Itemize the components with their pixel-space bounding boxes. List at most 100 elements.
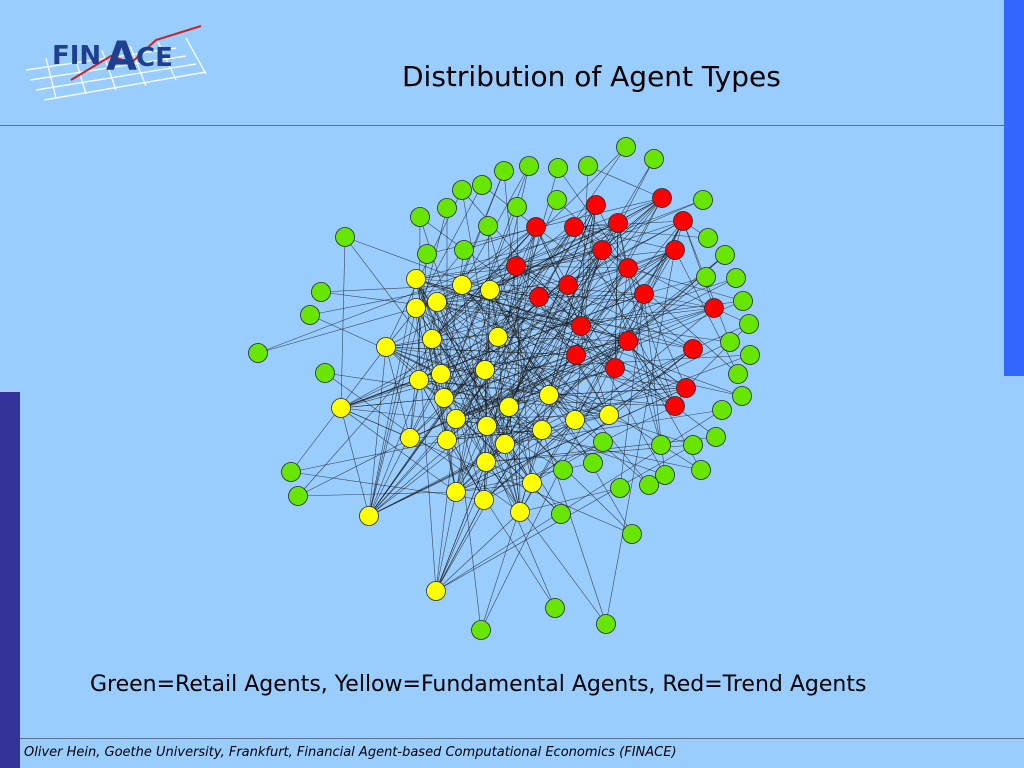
network-edge bbox=[324, 372, 521, 513]
fundamental-agent-node bbox=[510, 502, 530, 522]
network-edge bbox=[415, 278, 687, 389]
network-edge bbox=[436, 301, 694, 350]
retail-agent-node bbox=[471, 620, 491, 640]
network-edge bbox=[504, 296, 540, 445]
trend-agent-node bbox=[586, 195, 606, 215]
network-edge bbox=[574, 220, 684, 421]
network-edge bbox=[431, 338, 457, 493]
network-edge bbox=[461, 284, 676, 407]
network-edge bbox=[418, 379, 510, 408]
network-edge bbox=[587, 165, 663, 199]
network-edge bbox=[446, 429, 543, 441]
footer-divider bbox=[20, 738, 1024, 739]
network-edge bbox=[436, 301, 577, 356]
network-edge bbox=[368, 249, 676, 517]
fundamental-agent-node bbox=[488, 327, 508, 347]
network-edge bbox=[515, 265, 687, 389]
network-edge bbox=[497, 197, 663, 338]
retail-agent-node bbox=[739, 314, 759, 334]
fundamental-agent-node bbox=[480, 280, 500, 300]
fundamental-agent-node bbox=[446, 409, 466, 429]
fundamental-agent-node bbox=[409, 370, 429, 390]
retail-agent-node bbox=[288, 486, 308, 506]
retail-agent-node bbox=[610, 478, 630, 498]
network-edge bbox=[415, 278, 521, 513]
trend-agent-node bbox=[506, 256, 526, 276]
network-edge bbox=[538, 204, 597, 298]
retail-agent-node bbox=[596, 614, 616, 634]
logo-text-ce: CE bbox=[136, 43, 173, 73]
fundamental-agent-node bbox=[599, 405, 619, 425]
network-edge bbox=[443, 397, 676, 407]
network-edge bbox=[508, 284, 569, 408]
network-edge bbox=[443, 354, 577, 399]
fundamental-agent-node bbox=[539, 385, 559, 405]
network-edge bbox=[340, 307, 715, 409]
network-edge bbox=[340, 277, 737, 409]
network-edge bbox=[440, 340, 629, 375]
network-edge bbox=[535, 226, 616, 369]
retail-agent-node bbox=[547, 190, 567, 210]
network-edge bbox=[385, 346, 543, 431]
retail-agent-node bbox=[691, 460, 711, 480]
network-edge bbox=[643, 293, 715, 309]
retail-agent-node bbox=[693, 190, 713, 210]
network-edge bbox=[385, 346, 577, 356]
logo-text-a: A bbox=[106, 34, 137, 80]
retail-agent-node bbox=[720, 332, 740, 352]
network-edge bbox=[368, 278, 417, 517]
retail-agent-node bbox=[683, 435, 703, 455]
retail-agent-node bbox=[706, 427, 726, 447]
network-edge bbox=[368, 354, 577, 517]
fundamental-agent-node bbox=[437, 430, 457, 450]
network-edge bbox=[297, 491, 457, 497]
fundamental-agent-node bbox=[452, 275, 472, 295]
retail-agent-node bbox=[578, 156, 598, 176]
network-edge bbox=[508, 406, 521, 513]
retail-agent-node bbox=[248, 343, 268, 363]
trend-agent-node bbox=[608, 213, 628, 233]
network-edge bbox=[368, 226, 575, 517]
fundamental-agent-node bbox=[406, 298, 426, 318]
network-edge bbox=[601, 249, 715, 309]
network-edge bbox=[340, 407, 411, 439]
retail-agent-node bbox=[740, 345, 760, 365]
fundamental-agent-node bbox=[434, 388, 454, 408]
retail-agent-node bbox=[732, 386, 752, 406]
network-edge bbox=[297, 354, 577, 497]
retail-agent-node bbox=[551, 504, 571, 524]
network-edge bbox=[573, 226, 676, 251]
network-edge bbox=[415, 307, 437, 592]
network-edge bbox=[368, 346, 387, 517]
network-edge bbox=[309, 284, 463, 316]
retail-agent-node bbox=[315, 363, 335, 383]
trend-agent-node bbox=[634, 284, 654, 304]
network-edge bbox=[340, 397, 445, 409]
retail-agent-node bbox=[452, 180, 472, 200]
retail-agent-node bbox=[644, 149, 664, 169]
network-edge bbox=[409, 340, 629, 439]
network-edge bbox=[692, 323, 750, 350]
fundamental-agent-node bbox=[427, 292, 447, 312]
network-edge bbox=[519, 419, 576, 513]
network-edge bbox=[575, 267, 629, 356]
network-edge bbox=[435, 409, 723, 592]
network-edge bbox=[504, 254, 726, 445]
network-edge bbox=[455, 418, 482, 631]
retail-agent-node bbox=[300, 305, 320, 325]
network-edge bbox=[497, 336, 576, 421]
network-edge bbox=[484, 289, 491, 371]
network-edge bbox=[595, 204, 645, 295]
retail-agent-node bbox=[733, 291, 753, 311]
network-edge bbox=[483, 307, 715, 501]
fundamental-agent-node bbox=[359, 506, 379, 526]
trend-agent-node bbox=[526, 217, 546, 237]
retail-agent-node bbox=[715, 245, 735, 265]
retail-agent-node bbox=[437, 198, 457, 218]
legend-caption: Green=Retail Agents, Yellow=Fundamental … bbox=[90, 672, 867, 697]
network-edge bbox=[368, 348, 694, 517]
trend-agent-node bbox=[704, 298, 724, 318]
trend-agent-node bbox=[676, 378, 696, 398]
network-edge bbox=[548, 254, 726, 396]
network-edge bbox=[627, 220, 684, 342]
